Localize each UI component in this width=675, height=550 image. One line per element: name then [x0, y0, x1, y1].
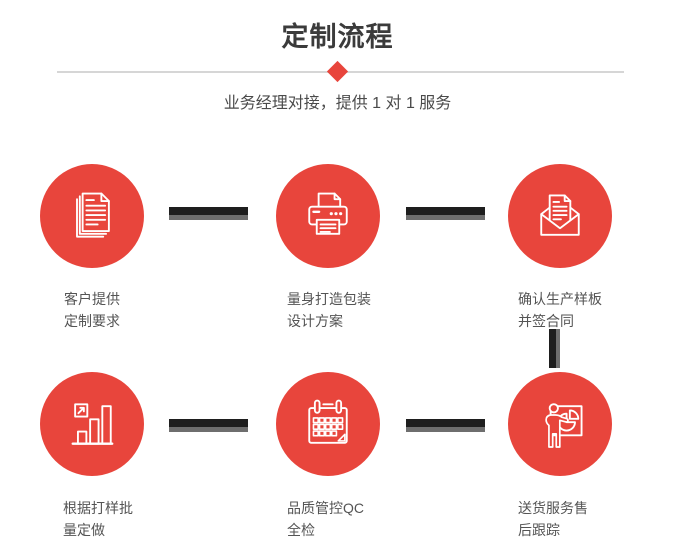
connector-vertical [549, 329, 560, 368]
step-label-line: 设计方案 [287, 313, 343, 329]
step-label-line: 并签合同 [518, 313, 574, 329]
connector-horizontal [406, 419, 485, 432]
connector-horizontal [406, 207, 485, 220]
diamond-icon [326, 60, 349, 83]
page-subtitle: 业务经理对接，提供 1 对 1 服务 [223, 95, 452, 112]
page-title: 定制流程 [281, 22, 394, 52]
step-label-line: 定制要求 [64, 313, 120, 329]
step-label-line: 品质管控QC [287, 500, 364, 516]
step-label: 根据打样批 量定做 [63, 497, 133, 541]
step-label: 客户提供 定制要求 [64, 288, 120, 332]
step-circle [40, 164, 144, 268]
step-circle [508, 372, 612, 476]
presentation-icon [545, 403, 583, 448]
step-circle [276, 372, 380, 476]
documents-icon [76, 192, 110, 238]
connector-horizontal [169, 207, 248, 220]
step-label-line: 量定做 [63, 522, 105, 538]
step-label-line: 量身打造包装 [287, 291, 371, 307]
step-circle [508, 164, 612, 268]
step-label-line: 确认生产样板 [518, 291, 602, 307]
step-circle [40, 372, 144, 476]
step-label-line: 根据打样批 [63, 500, 133, 516]
envelope-icon [540, 194, 580, 236]
printer-icon [308, 192, 348, 235]
calendar-icon [308, 399, 348, 444]
step-label-line: 送货服务售 [518, 500, 588, 516]
bar-chart-icon [71, 403, 114, 445]
step-label-line: 全检 [287, 522, 315, 538]
step-label-line: 后跟踪 [518, 522, 560, 538]
step-label: 确认生产样板 并签合同 [518, 288, 602, 332]
connector-horizontal [169, 419, 248, 432]
step-circle [276, 164, 380, 268]
step-label: 送货服务售 后跟踪 [518, 497, 588, 541]
step-label-line: 客户提供 [64, 291, 120, 307]
step-label: 品质管控QC 全检 [287, 497, 364, 541]
step-label: 量身打造包装 设计方案 [287, 288, 371, 332]
